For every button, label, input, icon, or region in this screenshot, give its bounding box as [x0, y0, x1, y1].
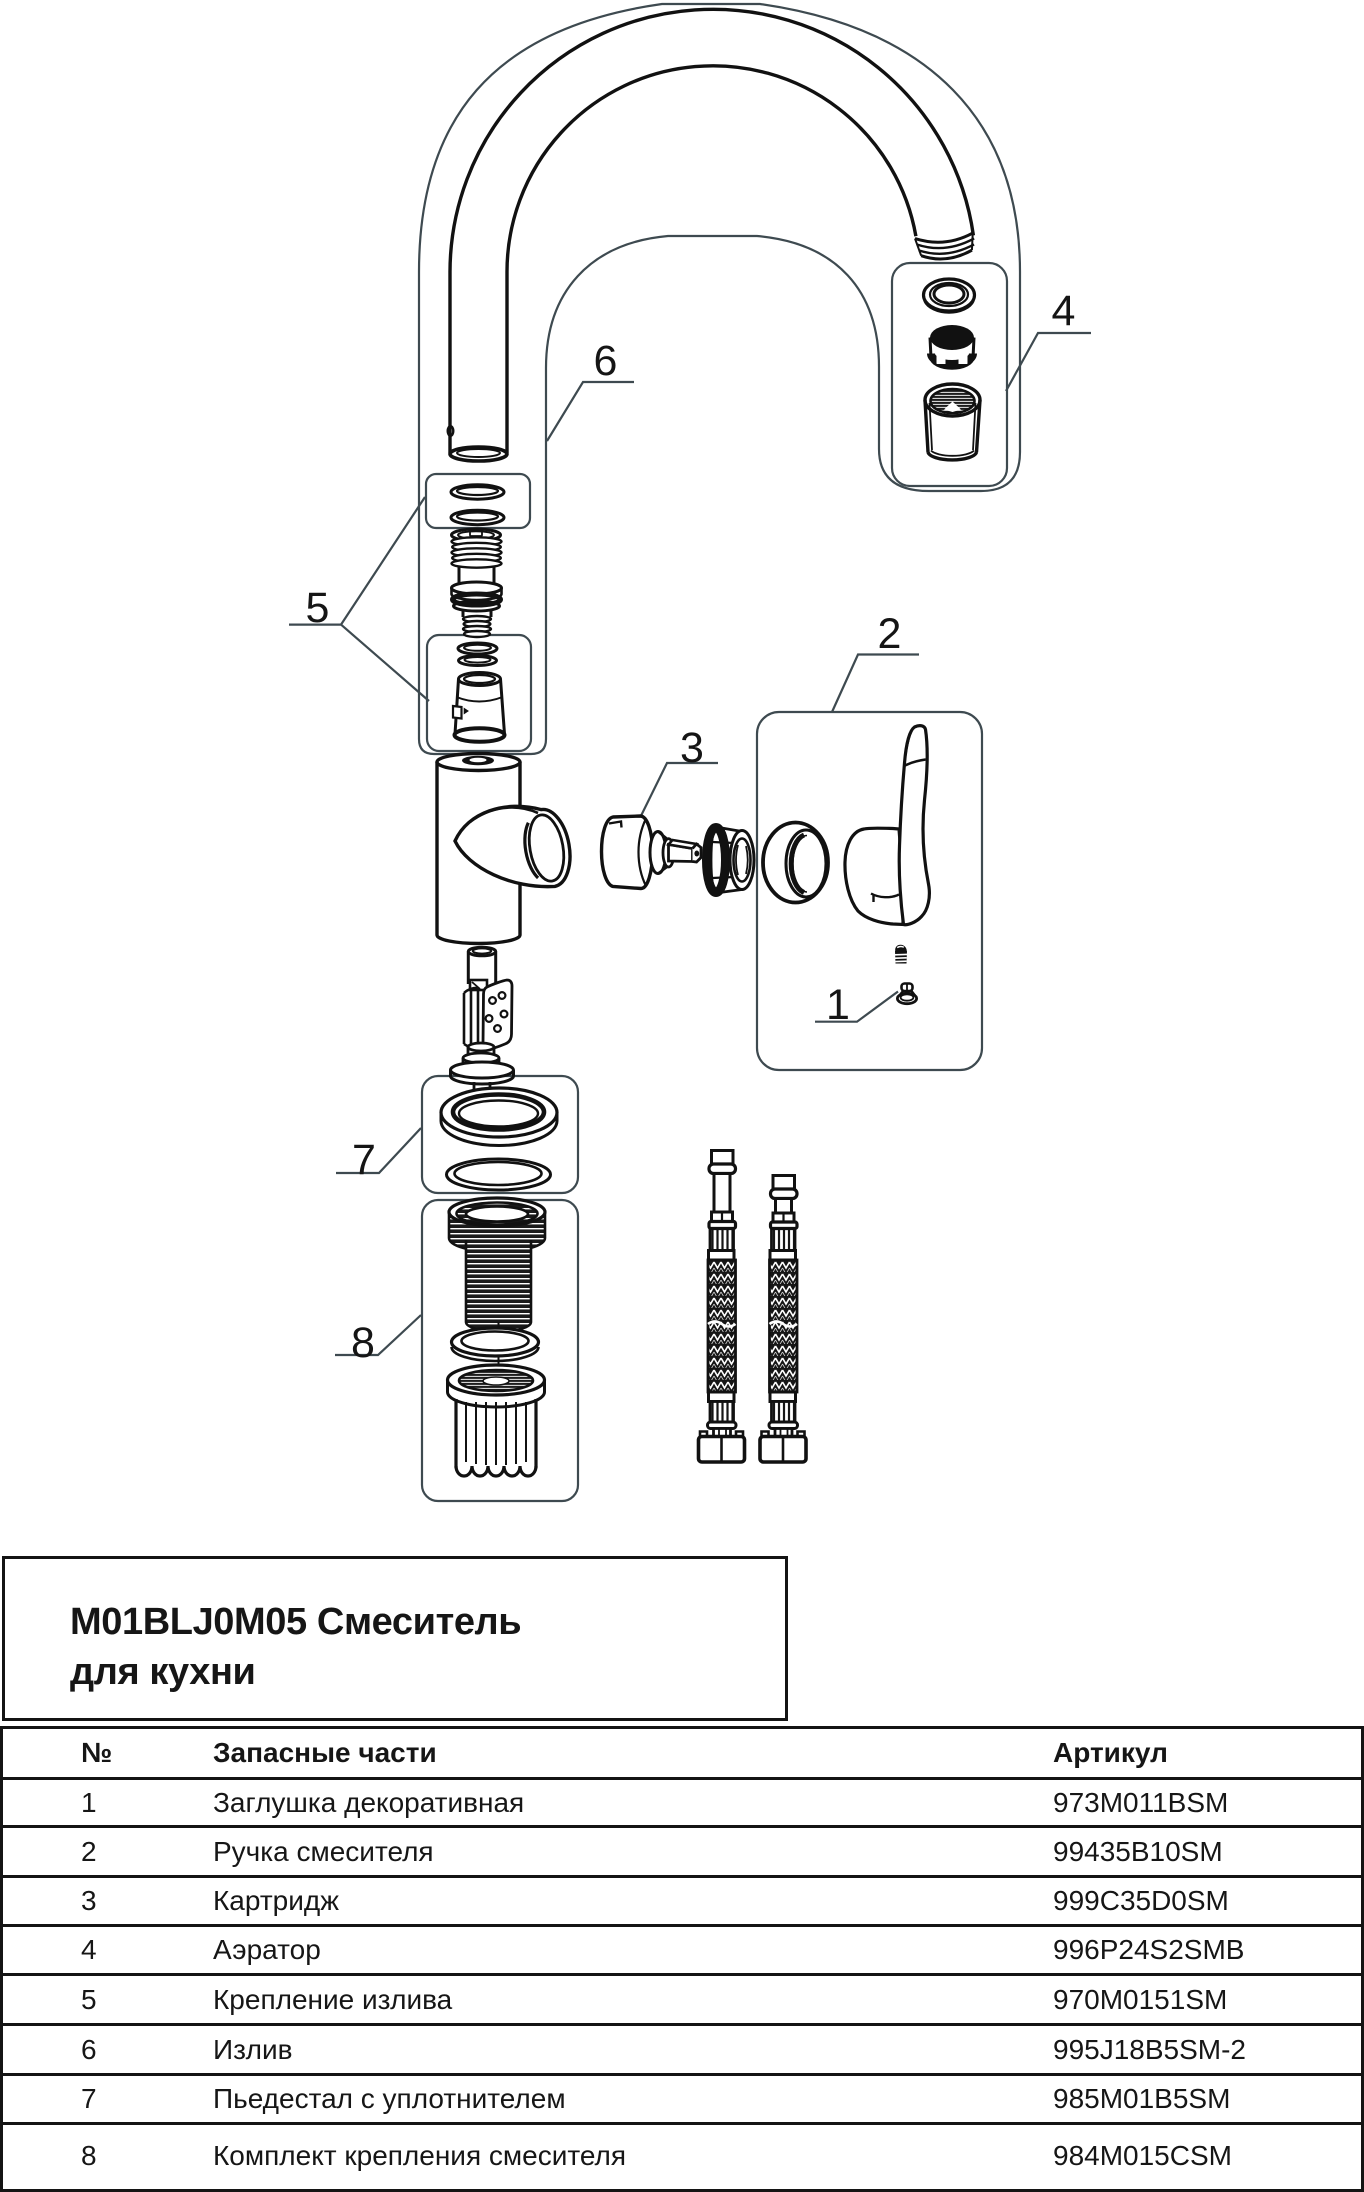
- faucet-body: [435, 751, 572, 946]
- table-row: 1 Заглушка декоративная 973M011BSM: [3, 1777, 1361, 1825]
- parts-table: № Запасные части Артикул 1 Заглушка деко…: [0, 1726, 1364, 2192]
- cell-sku: 99435B10SM: [1053, 1835, 1223, 1867]
- leader-4: [1005, 331, 1091, 392]
- cell-sku: 984M015CSM: [1053, 2140, 1232, 2171]
- cell-name: Излив: [213, 2033, 293, 2065]
- table-row: 6 Излив 995J18B5SM-2: [3, 2023, 1361, 2073]
- col-header-name: Запасные части: [213, 1737, 437, 1768]
- leader-6: [546, 380, 634, 442]
- pedestal-parts: [439, 1086, 559, 1192]
- table-row: 5 Крепление излива 970M0151SM: [3, 1973, 1361, 2023]
- leader-lines: [289, 331, 1091, 1357]
- cell-sku: 999C35D0SM: [1053, 1885, 1229, 1916]
- cell-name: Пьедестал с уплотнителем: [213, 2083, 566, 2114]
- callout-label-7: 7: [352, 1136, 376, 1184]
- cell-name: Ручка смесителя: [213, 1835, 434, 1867]
- faucet-exploded-diagram: 1 2 3 4 5 6 7 8: [289, 2, 1091, 1503]
- cell-name: Крепление излива: [213, 1983, 453, 2015]
- cell-num: 3: [81, 1885, 97, 1916]
- handle-parts: [761, 724, 931, 1006]
- callout-label-3: 3: [680, 724, 704, 772]
- decorative-plug: [896, 982, 919, 1006]
- cell-sku: 985M01B5SM: [1053, 2083, 1231, 2114]
- col-header-sku: Артикул: [1053, 1737, 1168, 1768]
- table-row: 8 Комплект крепления смесителя 984M015CS…: [3, 2122, 1361, 2187]
- cell-name: Комплект крепления смесителя: [213, 2140, 626, 2171]
- set-screw: [894, 944, 908, 964]
- col-header-num: №: [81, 1737, 113, 1768]
- spout-mount-parts: [449, 483, 507, 744]
- leader-1: [815, 990, 899, 1023]
- handle-box: [755, 710, 984, 1072]
- callout-labels: 1 2 3 4 5 6 7 8: [306, 287, 1076, 1367]
- table-row: 4 Аэратор 996P24S2SMB: [3, 1924, 1361, 1973]
- cartridge: [599, 814, 703, 891]
- title-block: M01BLJ0M05 Смеситель для кухни: [2, 1556, 788, 1721]
- callout-label-1: 1: [826, 981, 850, 1029]
- cell-num: 1: [81, 1786, 97, 1818]
- leader-5: [289, 496, 430, 702]
- hose1-top: [707, 1149, 738, 1231]
- title-line2: для кухни: [70, 1651, 256, 1693]
- spout-capsule-outline: [417, 2, 1022, 756]
- aerator-box: [890, 261, 1009, 488]
- cartridge-nut: [702, 823, 756, 897]
- mounting-kit-parts: [445, 1196, 547, 1478]
- aerator-parts: [921, 277, 982, 462]
- table-row: 3 Картридж 999C35D0SM: [3, 1875, 1361, 1924]
- cell-name: Аэратор: [213, 1934, 321, 1965]
- cell-sku: 973M011BSM: [1053, 1786, 1229, 1818]
- table-header-row: № Запасные части Артикул: [3, 1729, 1361, 1777]
- cell-name: Заглушка декоративная: [213, 1786, 525, 1818]
- cell-num: 7: [81, 2083, 97, 2114]
- leader-8: [335, 1314, 422, 1357]
- callout-label-5: 5: [306, 584, 330, 632]
- leader-7: [336, 1127, 422, 1175]
- callout-label-2: 2: [878, 610, 902, 658]
- leader-2: [830, 653, 919, 713]
- handle-lever: [843, 826, 905, 927]
- table-row: 7 Пьедестал с уплотнителем 985M01B5SM: [3, 2073, 1361, 2122]
- table-row: 2 Ручка смесителя 99435B10SM: [3, 1825, 1361, 1875]
- body-underside-parts: [449, 945, 515, 1094]
- cell-sku: 970M0151SM: [1053, 1983, 1228, 2015]
- leader-3: [634, 761, 718, 829]
- hose2-top: [768, 1174, 799, 1231]
- cell-num: 5: [81, 1983, 97, 2015]
- callout-label-4: 4: [1052, 287, 1076, 335]
- cell-num: 4: [81, 1934, 97, 1965]
- title-line1: M01BLJ0M05 Смеситель: [70, 1601, 522, 1643]
- hoses: [696, 1149, 808, 1464]
- cell-num: 8: [81, 2140, 97, 2171]
- cell-name: Картридж: [213, 1885, 339, 1916]
- cell-num: 6: [81, 2033, 97, 2065]
- spout: [446, 7, 976, 463]
- cell-sku: 995J18B5SM-2: [1053, 2033, 1247, 2065]
- callout-label-6: 6: [594, 337, 618, 385]
- cell-num: 2: [81, 1835, 97, 1867]
- cell-sku: 996P24S2SMB: [1053, 1934, 1245, 1965]
- callout-label-8: 8: [351, 1319, 375, 1367]
